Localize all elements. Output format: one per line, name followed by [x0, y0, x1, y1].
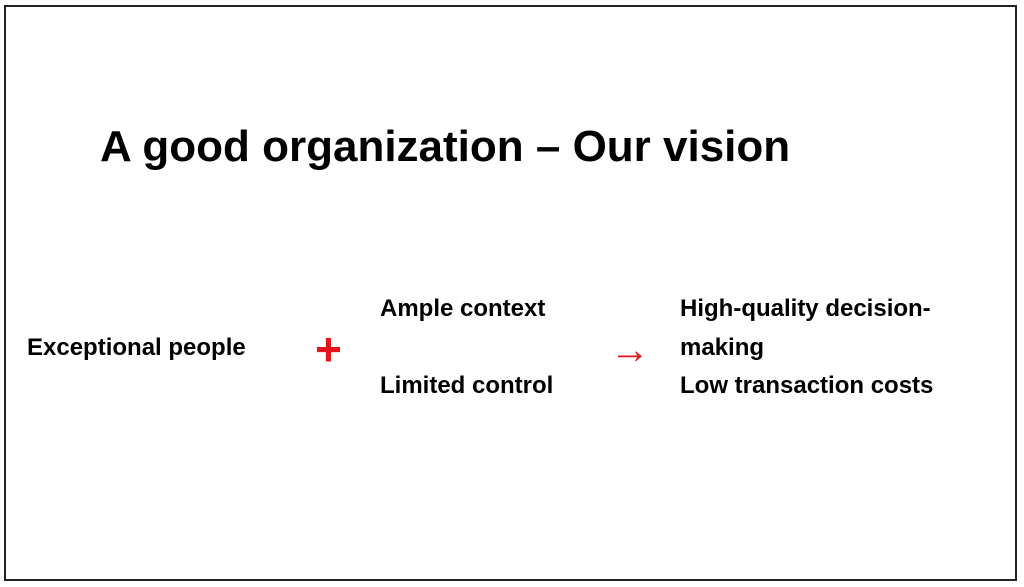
arrow-right-icon: → [610, 328, 650, 372]
outcome-line-1: High-quality decision- [680, 295, 931, 322]
condition-ample-context: Ample context [380, 295, 546, 322]
slide-frame [4, 5, 1017, 581]
plus-icon: + [315, 323, 342, 375]
condition-limited-control: Limited control [380, 372, 554, 399]
slide-title: A good organization – Our vision [100, 122, 791, 171]
outcome-line-2: making [680, 334, 765, 361]
input-text: Exceptional people [27, 334, 246, 361]
outcome-line-3: Low transaction costs [680, 372, 934, 399]
